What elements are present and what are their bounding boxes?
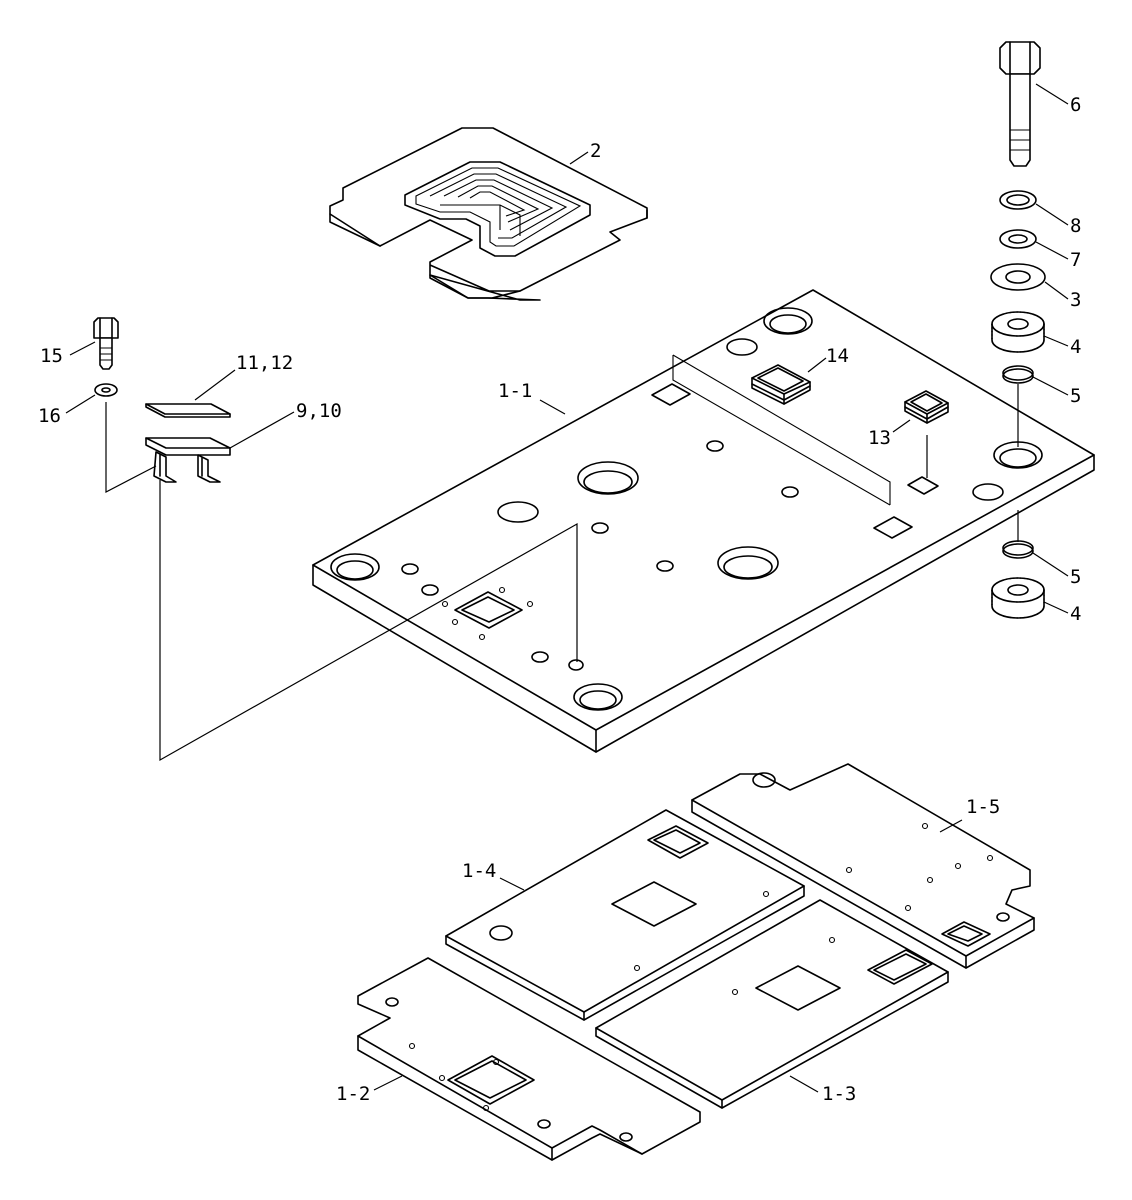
part-11-12-shim: [145, 403, 231, 418]
label-6: 6: [1070, 94, 1081, 116]
leader-5-lower: [1032, 552, 1069, 577]
leader-5-upper: [1032, 376, 1069, 396]
label-9-10: 9,10: [296, 400, 342, 422]
part-3-large-washer: [990, 263, 1046, 291]
part-1-4-floor-section: [445, 809, 805, 1021]
part-4-rubber-mount-lower: [991, 577, 1045, 619]
part-6-bolt: [999, 41, 1041, 167]
label-16: 16: [38, 405, 61, 427]
label-4-upper: 4: [1070, 336, 1081, 358]
label-1-3: 1-3: [822, 1083, 856, 1105]
part-8-spring-washer: [999, 190, 1037, 210]
label-4-lower: 4: [1070, 603, 1081, 625]
leader-1-2: [373, 1075, 403, 1091]
label-1-2: 1-2: [336, 1083, 370, 1105]
part-7-washer: [999, 229, 1037, 249]
label-3: 3: [1070, 289, 1081, 311]
part-1-2-floor-section: [357, 957, 701, 1161]
part-13-grommet: [904, 390, 949, 424]
label-1-5: 1-5: [966, 796, 1000, 818]
label-15: 15: [40, 345, 63, 367]
part-9-10-bracket: [145, 437, 231, 483]
label-8: 8: [1070, 215, 1081, 237]
leader-1-5: [939, 819, 963, 833]
leader-13: [892, 419, 911, 433]
part-1-5-floor-section: [691, 763, 1035, 969]
part-16-washer: [94, 383, 118, 397]
label-5-lower: 5: [1070, 566, 1081, 588]
leader-1-3: [789, 1075, 819, 1093]
leader-1-4: [499, 877, 525, 891]
part-5-collar-upper: [1002, 365, 1034, 384]
leader-2: [569, 151, 589, 165]
leader-9-10: [229, 411, 295, 449]
label-7: 7: [1070, 249, 1081, 271]
leader-15: [69, 341, 96, 356]
part-2-floor-mat: [329, 127, 648, 301]
label-5-upper: 5: [1070, 385, 1081, 407]
label-2: 2: [590, 140, 601, 162]
leader-14: [807, 357, 827, 373]
label-13: 13: [868, 427, 891, 449]
part-1-1-main-plate: [312, 289, 1095, 753]
part-14-grommet: [751, 364, 811, 405]
assembly-line-bracket: [159, 480, 578, 762]
part-4-rubber-mount-upper: [991, 311, 1045, 353]
leader-11-12: [194, 369, 236, 401]
leader-1-1: [539, 399, 566, 415]
part-15-cap-screw: [93, 317, 119, 370]
label-1-4: 1-4: [462, 860, 496, 882]
leader-4-lower: [1043, 601, 1069, 614]
label-1-1: 1-1: [498, 380, 532, 402]
leader-6: [1035, 83, 1069, 105]
leader-8: [1035, 203, 1069, 226]
part-1-3-floor-section: [595, 899, 949, 1109]
label-14: 14: [826, 345, 849, 367]
label-11-12: 11,12: [236, 352, 293, 374]
leader-3: [1044, 281, 1069, 300]
leader-7: [1035, 241, 1069, 260]
leader-4-upper: [1043, 335, 1069, 347]
leader-16: [65, 394, 96, 414]
part-5-collar-lower: [1002, 540, 1034, 559]
assembly-line-screw: [105, 402, 157, 493]
